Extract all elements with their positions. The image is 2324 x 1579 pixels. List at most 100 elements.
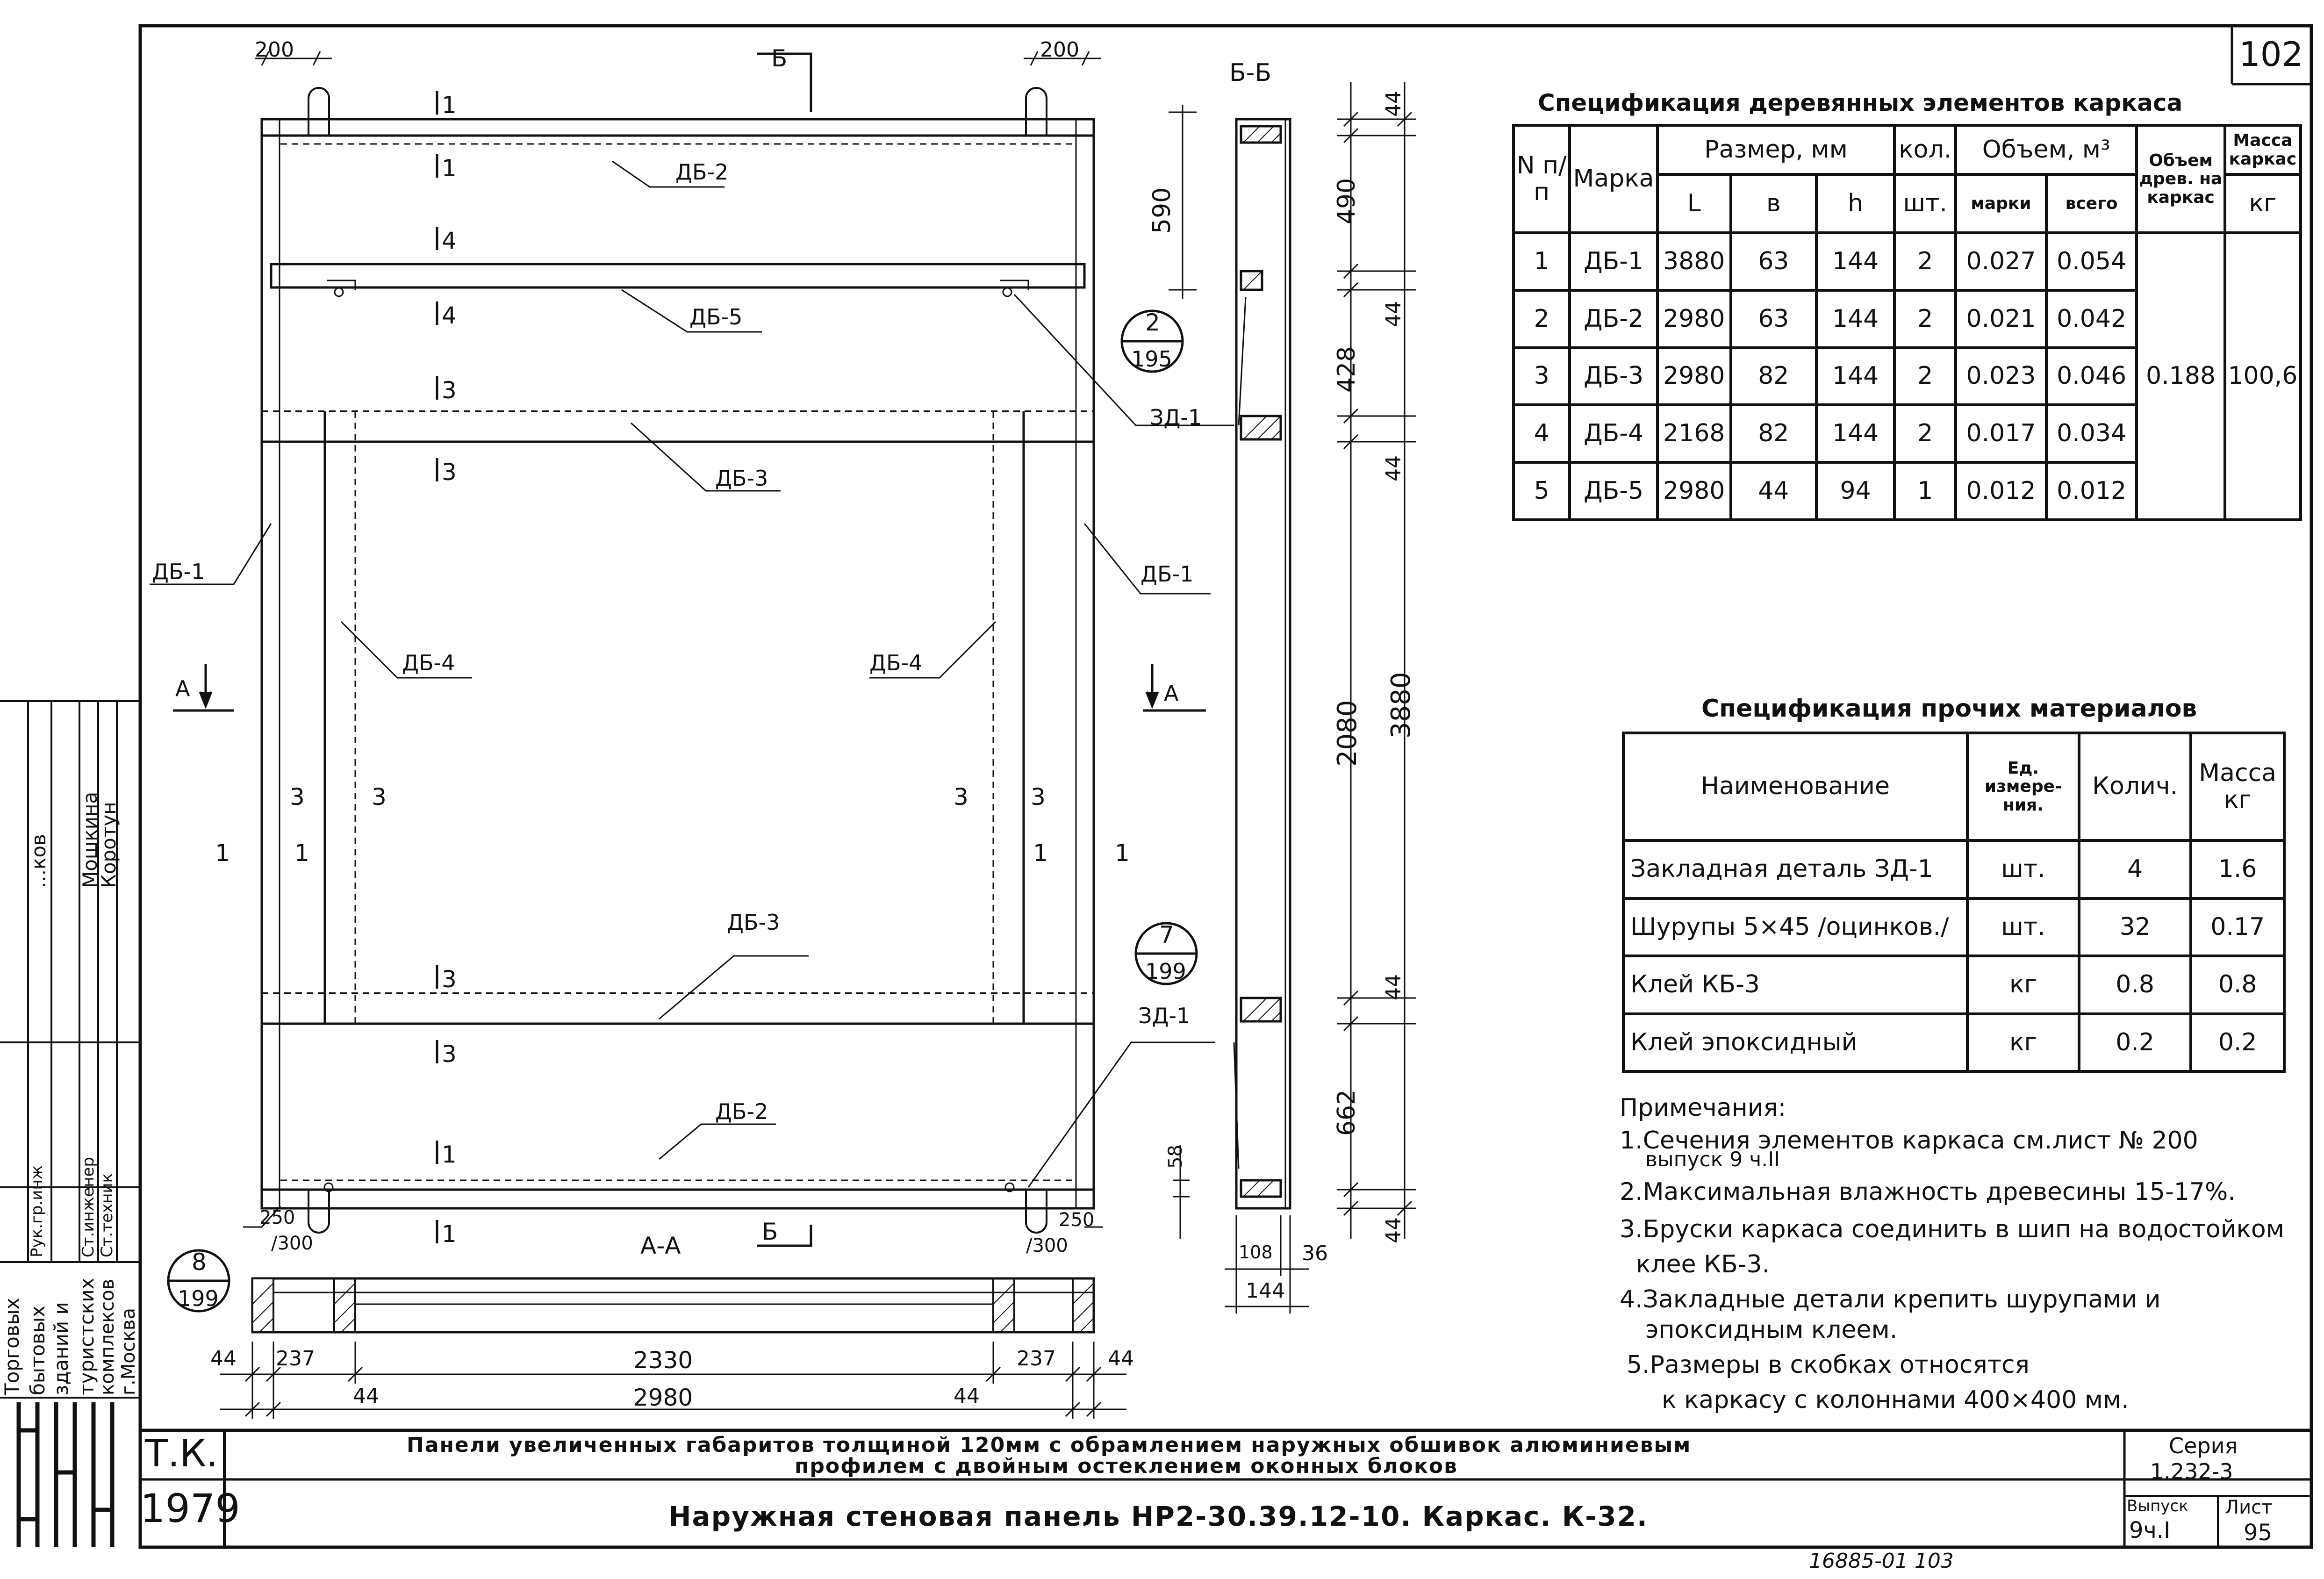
dim-44-s4: 44 — [1382, 974, 1406, 1000]
dimension-lines-plan — [220, 51, 1126, 1419]
section-bb — [1235, 118, 1291, 1210]
label-db5: ДБ-5 — [689, 304, 743, 330]
cell: 0.054 — [2044, 231, 2138, 292]
cell: 0.17 — [2189, 897, 2286, 957]
dimension-lines-side — [1169, 82, 1416, 1313]
cell: 5 — [1512, 461, 1571, 521]
cell: ДБ-5 — [1568, 461, 1659, 521]
cell: 3 — [1512, 346, 1571, 407]
cell: 3880 — [1656, 231, 1732, 292]
header-mass: Масса каркас — [2223, 124, 2302, 176]
dim-144: 144 — [1246, 1279, 1285, 1303]
cut-a-right: А — [1164, 681, 1179, 706]
header-h: h — [1815, 173, 1896, 234]
cell: 0.8 — [2077, 955, 2193, 1015]
stamp-role-1: Рук.гр.инж — [28, 1165, 46, 1257]
cell: 0.2 — [2189, 1012, 2286, 1073]
note-line: 2.Максимальная влажность древесины 15-17… — [1620, 1178, 2236, 1206]
callout-2-top: 2 — [1145, 309, 1160, 336]
mark-3-b: 3 — [442, 459, 457, 486]
header-mark: Марка — [1568, 124, 1659, 234]
cell: 1.6 — [2189, 839, 2286, 900]
other-spec-table: Наименование Ед. измере- ния. Колич. Мас… — [1622, 732, 2286, 1073]
archive-number: 16885-01 103 — [1809, 1549, 1954, 1573]
wood-total-value: 0.188 — [2135, 231, 2226, 521]
mark-3-d: 3 — [442, 1041, 457, 1068]
note-line: эпоксидным клеем. — [1645, 1316, 1898, 1344]
dim-44-a: 44 — [210, 1347, 237, 1371]
issue-label: Выпуск — [2127, 1497, 2188, 1515]
year: 1979 — [140, 1486, 240, 1531]
cell: 44 — [1729, 461, 1818, 521]
label-db2-top: ДБ-2 — [675, 159, 729, 185]
header-unit: Ед. измере- ния. — [1965, 732, 2080, 842]
cell: 0.012 — [2044, 461, 2138, 521]
dim-300-right: /300 — [1026, 1235, 1068, 1256]
cell: 82 — [1729, 403, 1818, 464]
label-db4-left: ДБ-4 — [402, 650, 455, 675]
dim-36: 36 — [1302, 1242, 1328, 1265]
header-volume: Объем, м³ — [1954, 124, 2138, 176]
note-line: 4.Закладные детали крепить шурупами и — [1620, 1285, 2161, 1313]
dim-44-s2: 44 — [1382, 301, 1406, 327]
cell: 0.017 — [1954, 403, 2048, 464]
issue-value: 9ч.I — [2129, 1517, 2171, 1543]
header-qty: Колич. — [2077, 732, 2193, 842]
header-mass-label: Масса — [2199, 759, 2277, 787]
cell: ДБ-2 — [1568, 288, 1659, 349]
dim-2980: 2980 — [633, 1384, 693, 1411]
stamp-role-3: Ст.техник — [98, 1173, 116, 1257]
cell: 0.034 — [2044, 403, 2138, 464]
header-name: Наименование — [1622, 732, 1969, 842]
frame-front-view — [260, 87, 1095, 1234]
cell: Клей КБ-3 — [1622, 955, 1969, 1015]
cut-a-left: А — [175, 676, 190, 701]
dim-300-left: /300 — [271, 1233, 313, 1254]
section-bb-label: Б-Б — [1229, 59, 1272, 87]
title-line-2: профилем с двойным остеклением оконных б… — [795, 1454, 1458, 1478]
dim-44-s3: 44 — [1382, 455, 1406, 481]
sheet-value: 95 — [2244, 1520, 2273, 1546]
dim-2080: 2080 — [1332, 700, 1363, 767]
tk-label: Т.К. — [145, 1432, 218, 1475]
series-label: Серия — [2169, 1433, 2238, 1458]
institute-logo — [16, 1402, 115, 1547]
stamp-org-6: г.Москва — [118, 1308, 139, 1395]
mark-1-c: 1 — [442, 1141, 457, 1168]
wood-spec-table: N п/п Марка Размер, мм кол. Объем, м³ Об… — [1512, 124, 2302, 521]
label-zd1-top: ЗД-1 — [1150, 405, 1202, 430]
title-line-1: Панели увеличенных габаритов толщиной 12… — [407, 1433, 1692, 1457]
section-marks — [173, 52, 1206, 1247]
cell: 2980 — [1656, 461, 1732, 521]
note-line: клее КБ-3. — [1636, 1250, 1770, 1278]
mark-1-f: 1 — [294, 840, 309, 867]
cell: кг — [1965, 1012, 2080, 1073]
cell: Закладная деталь ЗД-1 — [1622, 839, 1969, 900]
stamp-org-5: комплексов — [97, 1278, 118, 1395]
cut-b-top: Б — [771, 45, 788, 72]
header-b: в — [1729, 173, 1818, 234]
cell: 2 — [1893, 403, 1958, 464]
sheet-number: 102 — [2239, 35, 2303, 74]
cell: 2 — [1893, 346, 1958, 407]
header-n: N п/п — [1512, 124, 1571, 234]
cell: 0.021 — [1954, 288, 2048, 349]
note-line: к каркасу с колоннами 400×400 мм. — [1662, 1386, 2129, 1414]
series-value: 1.232-3 — [2150, 1459, 2233, 1484]
mark-1-e: 1 — [215, 840, 230, 867]
callout-199-bottom: 199 — [1145, 959, 1186, 984]
cell: кг — [1965, 955, 2080, 1015]
wood-spec-title: Спецификация деревянных элементов каркас… — [1538, 89, 2183, 116]
sheet-frame — [138, 24, 2313, 1549]
cell: 0.042 — [2044, 288, 2138, 349]
cut-b-bottom: Б — [762, 1218, 778, 1245]
cell: 2 — [1893, 288, 1958, 349]
cell: Шурупы 5×45 /оцинков./ — [1622, 897, 1969, 957]
cell: 0.046 — [2044, 346, 2138, 407]
dim-44-c: 44 — [353, 1384, 379, 1408]
drawing-title: Наружная стеновая панель НР2-30.39.12-10… — [668, 1500, 1648, 1532]
